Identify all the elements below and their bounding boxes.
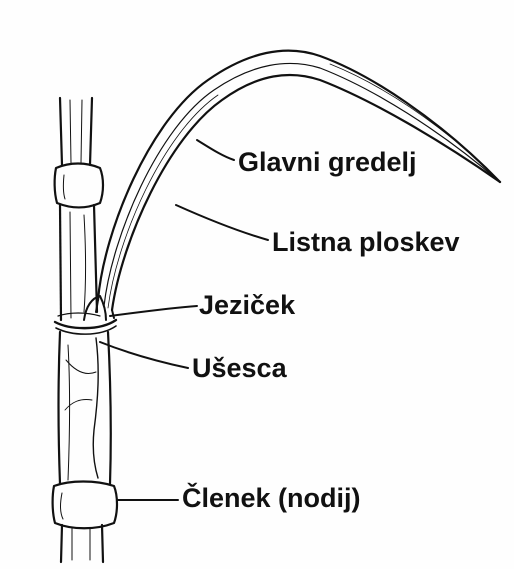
label-leaf-blade: Listna ploskev	[272, 229, 460, 256]
leader-ligule	[110, 306, 197, 316]
ligule-flap	[84, 296, 106, 320]
label-auricles: Ušesca	[192, 355, 287, 382]
leader-blade	[176, 205, 268, 240]
leader-midrib	[197, 140, 234, 160]
leader-auricles	[100, 342, 188, 368]
leaf-blade	[96, 51, 500, 318]
leader-lines	[100, 140, 268, 500]
label-ligule: Jeziček	[199, 292, 295, 319]
label-midrib: Glavni gredelj	[238, 149, 417, 176]
label-node: Členek (nodij)	[182, 485, 361, 512]
stem	[53, 98, 117, 562]
